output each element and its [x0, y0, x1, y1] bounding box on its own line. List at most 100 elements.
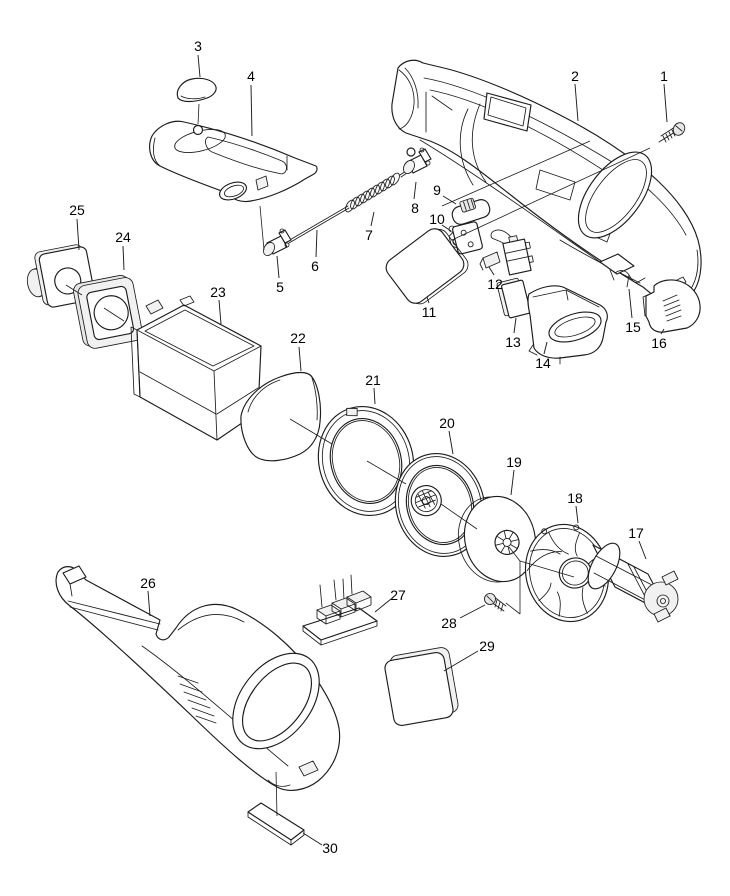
part-19-disc [457, 495, 537, 583]
part-leader-20 [448, 430, 454, 455]
part-leader-8 [413, 181, 417, 200]
part-leader-5 [276, 255, 280, 279]
part-label-25: 25 [69, 202, 85, 218]
part-label-5: 5 [276, 279, 284, 295]
part-label-17: 17 [628, 525, 644, 541]
part-1-screw [658, 122, 686, 143]
assembly-line [508, 546, 521, 562]
part-30-plate [247, 802, 305, 846]
part-leader-30 [302, 832, 323, 846]
part-13-pad [496, 277, 531, 319]
part-leader-17 [638, 540, 647, 560]
assembly-line [197, 103, 200, 125]
part-14-holder [527, 285, 608, 365]
part-label-6: 6 [311, 258, 319, 274]
part-leader-14 [543, 341, 548, 355]
callout-labels: 1234567891011121314151617181920212223242… [69, 38, 668, 856]
assembly-line [366, 460, 407, 485]
part-label-7: 7 [365, 227, 373, 243]
assembly-line [275, 771, 278, 817]
part-label-10: 10 [429, 211, 445, 227]
part-11-cover-plate [385, 228, 469, 305]
part-leader-11 [426, 296, 430, 304]
part-leader-1 [663, 83, 668, 123]
part-leader-21 [373, 387, 376, 405]
part-7-spring [345, 172, 400, 213]
part-leader-12 [488, 266, 495, 276]
part-label-3: 3 [194, 38, 202, 54]
part-label-8: 8 [411, 200, 419, 216]
part-leader-6 [315, 229, 318, 258]
part-10-mount-plate [448, 221, 483, 255]
assembly-line [440, 503, 478, 530]
part-5-rod-joint [263, 228, 292, 256]
part-18-fan [524, 523, 610, 623]
part-label-27: 27 [390, 587, 406, 603]
assembly-line [441, 140, 591, 207]
part-label-12: 12 [487, 276, 503, 292]
part-3-button [176, 77, 217, 103]
part-leader-28 [459, 604, 486, 619]
part-label-22: 22 [290, 330, 306, 346]
part-label-20: 20 [439, 415, 455, 431]
part-label-28: 28 [441, 615, 457, 631]
part-21-ring [317, 405, 415, 517]
part-label-26: 26 [140, 575, 156, 591]
assembly-line [65, 284, 83, 296]
part-12-switch [479, 229, 534, 276]
part-label-11: 11 [422, 304, 437, 320]
part-leader-9 [442, 195, 457, 205]
part-leader-24 [122, 245, 125, 271]
part-label-23: 23 [210, 284, 226, 300]
part-leader-26 [147, 590, 151, 617]
part-leader-23 [218, 299, 222, 325]
part-6-rod [287, 168, 411, 244]
part-22-cover-lens [240, 371, 322, 462]
part-16-end-cover [642, 276, 701, 333]
part-23-dust-box [130, 295, 262, 441]
part-leader-29 [443, 650, 479, 672]
assembly-line [451, 147, 651, 241]
part-8-rod-joint [403, 147, 432, 174]
assembly-line [103, 307, 125, 322]
part-label-15: 15 [625, 319, 641, 335]
part-20-filter-disc [394, 452, 486, 558]
assembly-line [259, 205, 265, 251]
part-label-13: 13 [505, 334, 521, 350]
part-26-lower-housing [55, 565, 341, 791]
part-label-21: 21 [365, 372, 381, 388]
part-15-wire-clip [614, 270, 646, 288]
part-leader-10 [441, 224, 452, 232]
part-label-1: 1 [660, 68, 668, 84]
part-leader-25 [76, 218, 80, 251]
part-29-plate [384, 647, 459, 727]
assembly-line [519, 560, 575, 578]
part-leader-18 [575, 505, 579, 524]
part-leader-19 [510, 469, 515, 496]
part-leader-13 [513, 317, 517, 334]
part-leader-7 [370, 211, 375, 227]
part-9-latch-button [451, 197, 491, 225]
part-label-29: 29 [479, 638, 495, 654]
part-4-top-cover [149, 120, 318, 203]
part-28-screw [484, 593, 507, 612]
part-2-upper-housing [391, 59, 702, 303]
part-label-30: 30 [322, 840, 338, 856]
part-label-14: 14 [535, 355, 551, 371]
part-leader-16 [660, 328, 665, 335]
part-label-16: 16 [651, 335, 667, 351]
part-label-4: 4 [247, 68, 255, 84]
part-leader-15 [628, 288, 633, 319]
part-leader-3 [197, 54, 201, 78]
part-leader-2 [574, 83, 579, 122]
part-label-18: 18 [567, 490, 583, 506]
assembly-line [289, 418, 333, 445]
part-label-24: 24 [115, 229, 131, 245]
assembly-lines [65, 103, 651, 817]
part-label-9: 9 [433, 182, 441, 198]
part-24-filter-frame [73, 274, 143, 349]
assembly-line [505, 602, 521, 615]
part-label-19: 19 [506, 454, 522, 470]
